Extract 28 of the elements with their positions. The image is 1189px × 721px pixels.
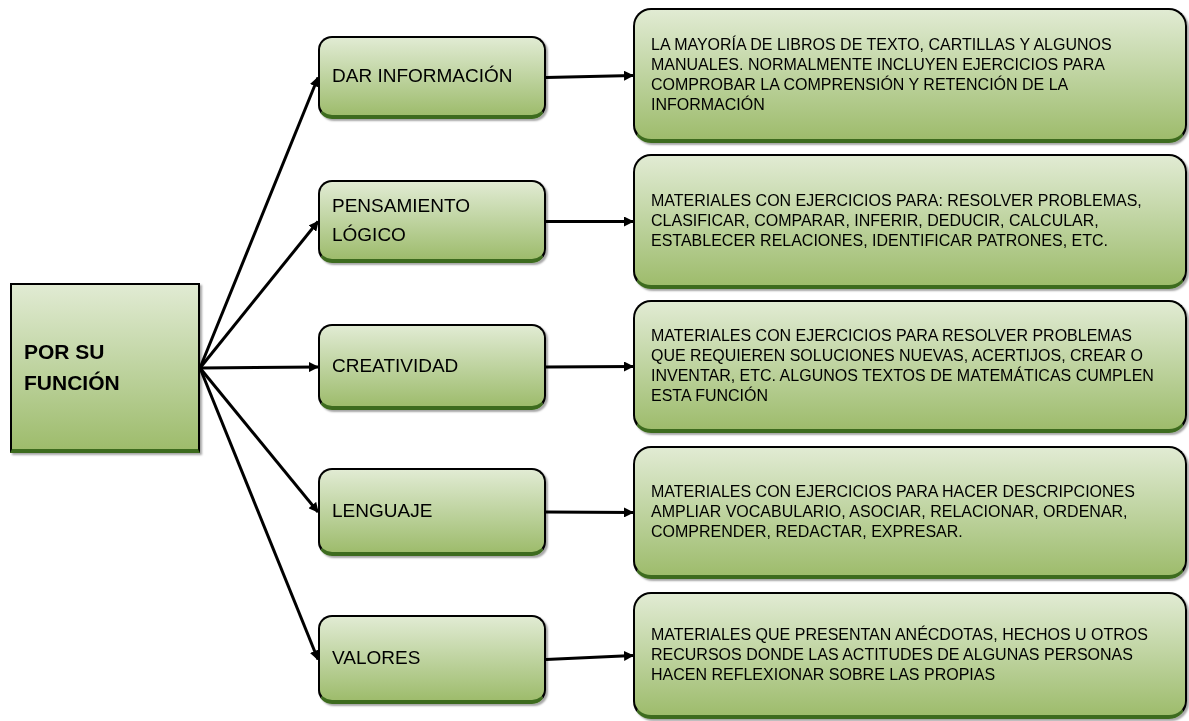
arrow <box>546 361 634 372</box>
description-box <box>633 592 1187 719</box>
category-box <box>318 468 546 556</box>
box-text: CREATIVIDAD <box>332 353 460 378</box>
arrow <box>546 216 634 227</box>
box-text: MATERIALES CON EJERCICIOS PARA RESOLVER PROBLEMAS QUE REQUIEREN SOLUCIONES NUEVAS, ACERTIJOS, CREAR O INVENTAR, ETC. ALGUNOS TEXTOS DE MATEMÁTICAS CUMPLEN ESTA FUNCIÓN <box>651 325 1155 406</box>
box-text: POR SU FUNCIÓN <box>24 338 121 396</box>
category-box <box>318 36 546 119</box>
arrow <box>545 650 634 661</box>
box-text: LENGUAJE <box>332 498 434 523</box>
description-box <box>633 8 1187 143</box>
arrow <box>545 70 634 81</box>
description-box <box>633 300 1187 433</box>
description-box <box>633 446 1187 579</box>
arrow <box>200 362 319 373</box>
box-text: MATERIALES CON EJERCICIOS PARA HACER DESCRIPCIONES AMPLIAR VOCABULARIO, ASOCIAR, RELACIONAR, ORDENAR, COMPRENDER, REDACTAR, EXPRESAR. <box>651 481 1136 542</box>
category-box <box>318 324 546 410</box>
root-box <box>10 283 200 453</box>
box-text: LA MAYORÍA DE LIBROS DE TEXTO, CARTILLAS Y ALGUNOS MANUALES. NORMALMENTE INCLUYEN EJERCICIOS PARA COMPROBAR LA COMPRENSIÓN Y RETENCIÓN DE LA INFORMACIÓN <box>651 34 1113 115</box>
box-text: DAR INFORMACIÓN <box>332 64 514 89</box>
box-text: VALORES <box>332 646 422 671</box>
box-text: MATERIALES CON EJERCICIOS PARA: RESOLVER PROBLEMAS, CLASIFICAR, COMPARAR, INFERIR, DEDUCIR, CALCULAR, ESTABLECER RELACIONES, IDENTIFICAR PATRONES, ETC. <box>651 190 1143 251</box>
arrow <box>546 507 634 518</box>
category-box <box>318 615 546 704</box>
category-box <box>318 180 546 263</box>
box-text: PENSAMIENTO LÓGICO <box>332 194 471 247</box>
box-text: MATERIALES QUE PRESENTAN ANÉCDOTAS, HECHOS U OTROS RECURSOS DONDE LAS ACTITUDES DE ALGUNAS PERSONAS HACEN REFLEXIONAR SOBRE LAS PROPIAS <box>651 624 1149 685</box>
description-box <box>633 154 1187 289</box>
